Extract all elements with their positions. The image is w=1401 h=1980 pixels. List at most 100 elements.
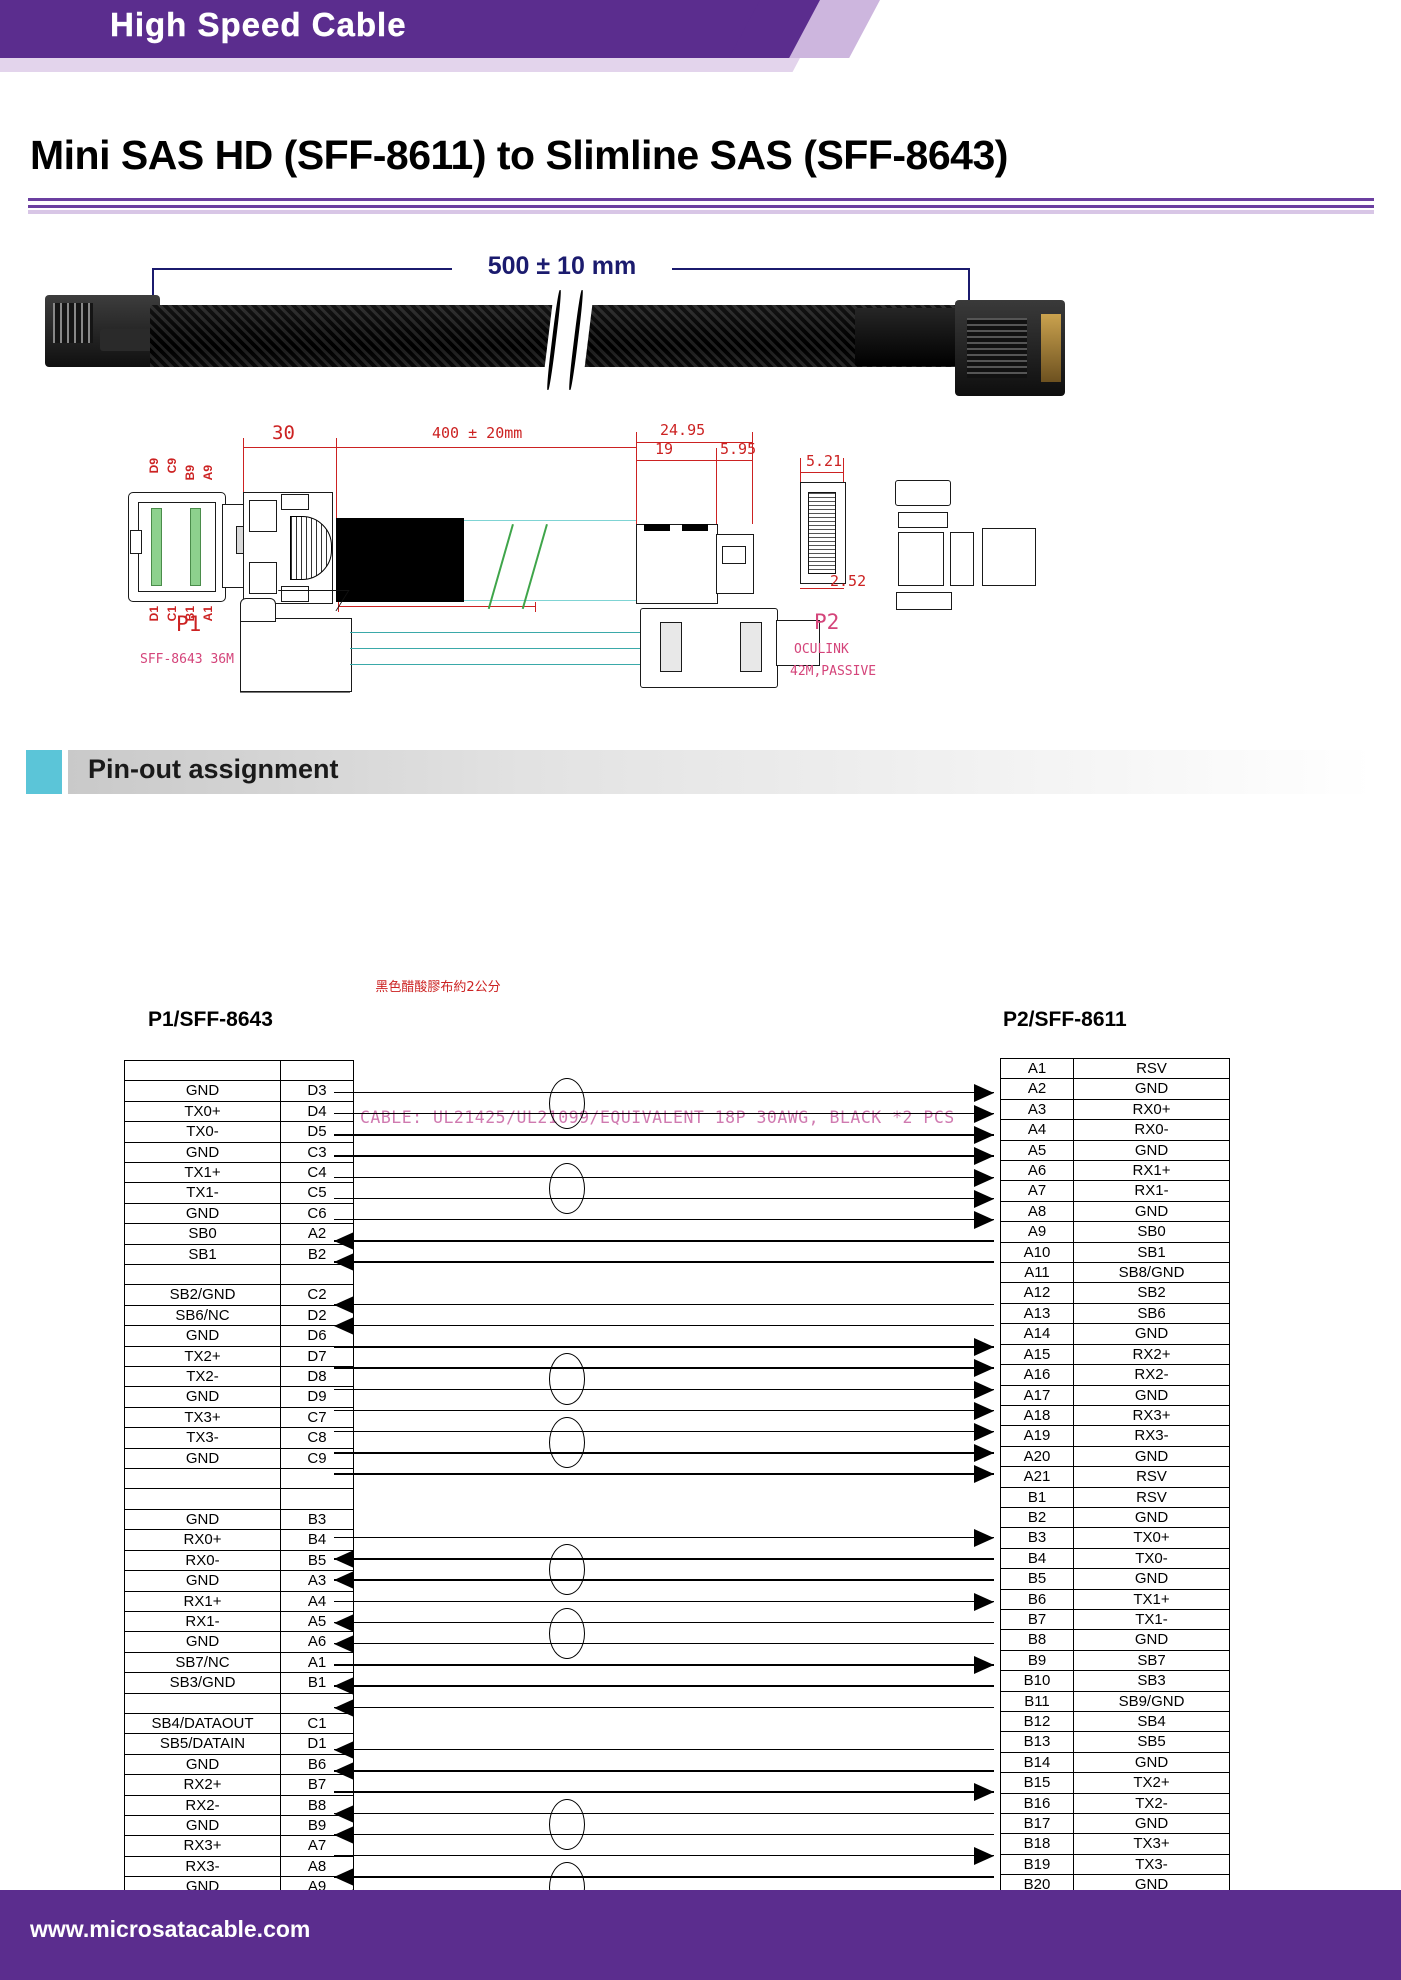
pin-cell: B13 bbox=[1000, 1731, 1074, 1753]
signal-cell: RX0+ bbox=[1073, 1098, 1230, 1121]
wire-line bbox=[334, 1770, 994, 1772]
wire-line bbox=[334, 1600, 994, 1602]
p1-endview-blade-1 bbox=[151, 508, 162, 586]
arrow-left-icon bbox=[334, 1571, 354, 1590]
pin-cell: A1 bbox=[280, 1651, 354, 1674]
endview-label-b9: B9 bbox=[183, 465, 197, 481]
arrow-left-icon bbox=[334, 1295, 354, 1314]
wire-line bbox=[334, 1706, 994, 1708]
signal-cell: SB0 bbox=[124, 1223, 281, 1245]
signal-cell: GND bbox=[124, 1141, 281, 1164]
dim-30-label: 30 bbox=[272, 422, 295, 444]
signal-cell: SB6/NC bbox=[124, 1304, 281, 1327]
table-row: TX3+C7 bbox=[124, 1406, 354, 1429]
wire-line bbox=[334, 1558, 994, 1560]
table-row bbox=[124, 1059, 354, 1082]
p2-schematic-sublabel-2: 42M,PASSIVE bbox=[790, 664, 877, 679]
endview-label-a1: A1 bbox=[201, 606, 215, 622]
twisted-pair-marker bbox=[549, 1607, 585, 1659]
signal-cell: RX3- bbox=[124, 1855, 281, 1878]
arrow-left-icon bbox=[334, 1635, 354, 1653]
dim400-line bbox=[336, 447, 636, 449]
product-photo-cable-boot bbox=[855, 308, 960, 366]
arrow-right-icon bbox=[974, 1126, 994, 1145]
pin-cell: B12 bbox=[1000, 1710, 1074, 1733]
signal-cell: GND bbox=[124, 1325, 281, 1347]
signal-cell: GND bbox=[1073, 1384, 1230, 1406]
wire-line bbox=[334, 1791, 994, 1793]
pin-cell: A6 bbox=[1000, 1160, 1074, 1182]
pin-cell: A17 bbox=[1000, 1384, 1074, 1406]
dim521-ext-left bbox=[800, 458, 801, 482]
arrow-right-icon bbox=[974, 1147, 994, 1166]
wire-line bbox=[334, 1409, 994, 1412]
signal-cell: RX3- bbox=[1073, 1425, 1230, 1447]
signal-cell: RX0+ bbox=[124, 1529, 281, 1551]
pin-cell: A12 bbox=[1000, 1282, 1074, 1304]
arrow-right-icon bbox=[974, 1359, 994, 1378]
arrow-right-icon bbox=[974, 1211, 994, 1229]
signal-cell: GND bbox=[124, 1753, 281, 1776]
signal-cell: SB8/GND bbox=[1073, 1262, 1230, 1284]
endview-label-c9: C9 bbox=[165, 458, 179, 474]
p1-endview-blade-2 bbox=[190, 508, 201, 586]
table-row: RX1+A4 bbox=[124, 1590, 354, 1612]
signal-cell: SB7 bbox=[1073, 1649, 1230, 1672]
schematic-wire-1 bbox=[350, 632, 640, 634]
signal-cell: GND bbox=[124, 1814, 281, 1837]
p2-schematic-grip-right bbox=[740, 622, 762, 672]
p1-schematic-label: P1 bbox=[176, 612, 202, 636]
dim2495-ext-left bbox=[636, 432, 637, 524]
connector-p2-gold-contacts bbox=[1041, 314, 1061, 382]
pin-cell: B7 bbox=[1000, 1608, 1074, 1631]
twisted-pair-marker bbox=[549, 1798, 585, 1850]
arrow-left-icon bbox=[334, 1317, 354, 1335]
divider-line-2 bbox=[28, 205, 1374, 208]
dim2495-line bbox=[636, 442, 753, 444]
header-banner-title: High Speed Cable bbox=[110, 6, 407, 43]
connector-p1-fins bbox=[53, 303, 93, 343]
wire-line bbox=[334, 1473, 994, 1475]
pin-cell: B2 bbox=[1000, 1506, 1074, 1529]
exploded-part-top bbox=[895, 480, 951, 506]
signal-cell: GND bbox=[1073, 1813, 1230, 1835]
pin-cell: A19 bbox=[1000, 1425, 1074, 1447]
dim-19-label: 19 bbox=[655, 440, 674, 458]
overall-length-label: 500 ± 10 mm bbox=[452, 252, 672, 281]
p2-profile-top-slot-1 bbox=[644, 524, 670, 531]
signal-cell: TX2+ bbox=[124, 1345, 281, 1368]
wire-line bbox=[334, 1113, 994, 1115]
p1-schematic-sublabel: SFF-8643 36M bbox=[140, 652, 234, 667]
signal-cell: TX1- bbox=[124, 1182, 281, 1204]
exploded-part-right bbox=[982, 528, 1036, 586]
signal-cell: SB4/DATAOUT bbox=[124, 1712, 281, 1735]
cable-specification-note: CABLE: UL21425/UL21099/EQUIVALENT 18P 30… bbox=[360, 1108, 955, 1127]
page-title: Mini SAS HD (SFF-8611) to Slimline SAS (… bbox=[30, 132, 1008, 178]
divider-line-3 bbox=[28, 210, 1374, 214]
wire-line bbox=[334, 1261, 994, 1263]
table-row: RX2-B8 bbox=[124, 1794, 354, 1816]
signal-cell: RX3+ bbox=[1073, 1404, 1230, 1427]
pin-cell: B6 bbox=[1000, 1588, 1074, 1610]
pin-cell: A4 bbox=[1000, 1119, 1074, 1141]
signal-cell: SB2 bbox=[1073, 1282, 1230, 1304]
dim521-ext-right bbox=[843, 458, 844, 482]
table-row: TX2-D8 bbox=[124, 1366, 354, 1388]
left-table-header: P1/SFF-8643 bbox=[148, 1008, 273, 1031]
table-row: TX0-D5 bbox=[124, 1121, 354, 1143]
